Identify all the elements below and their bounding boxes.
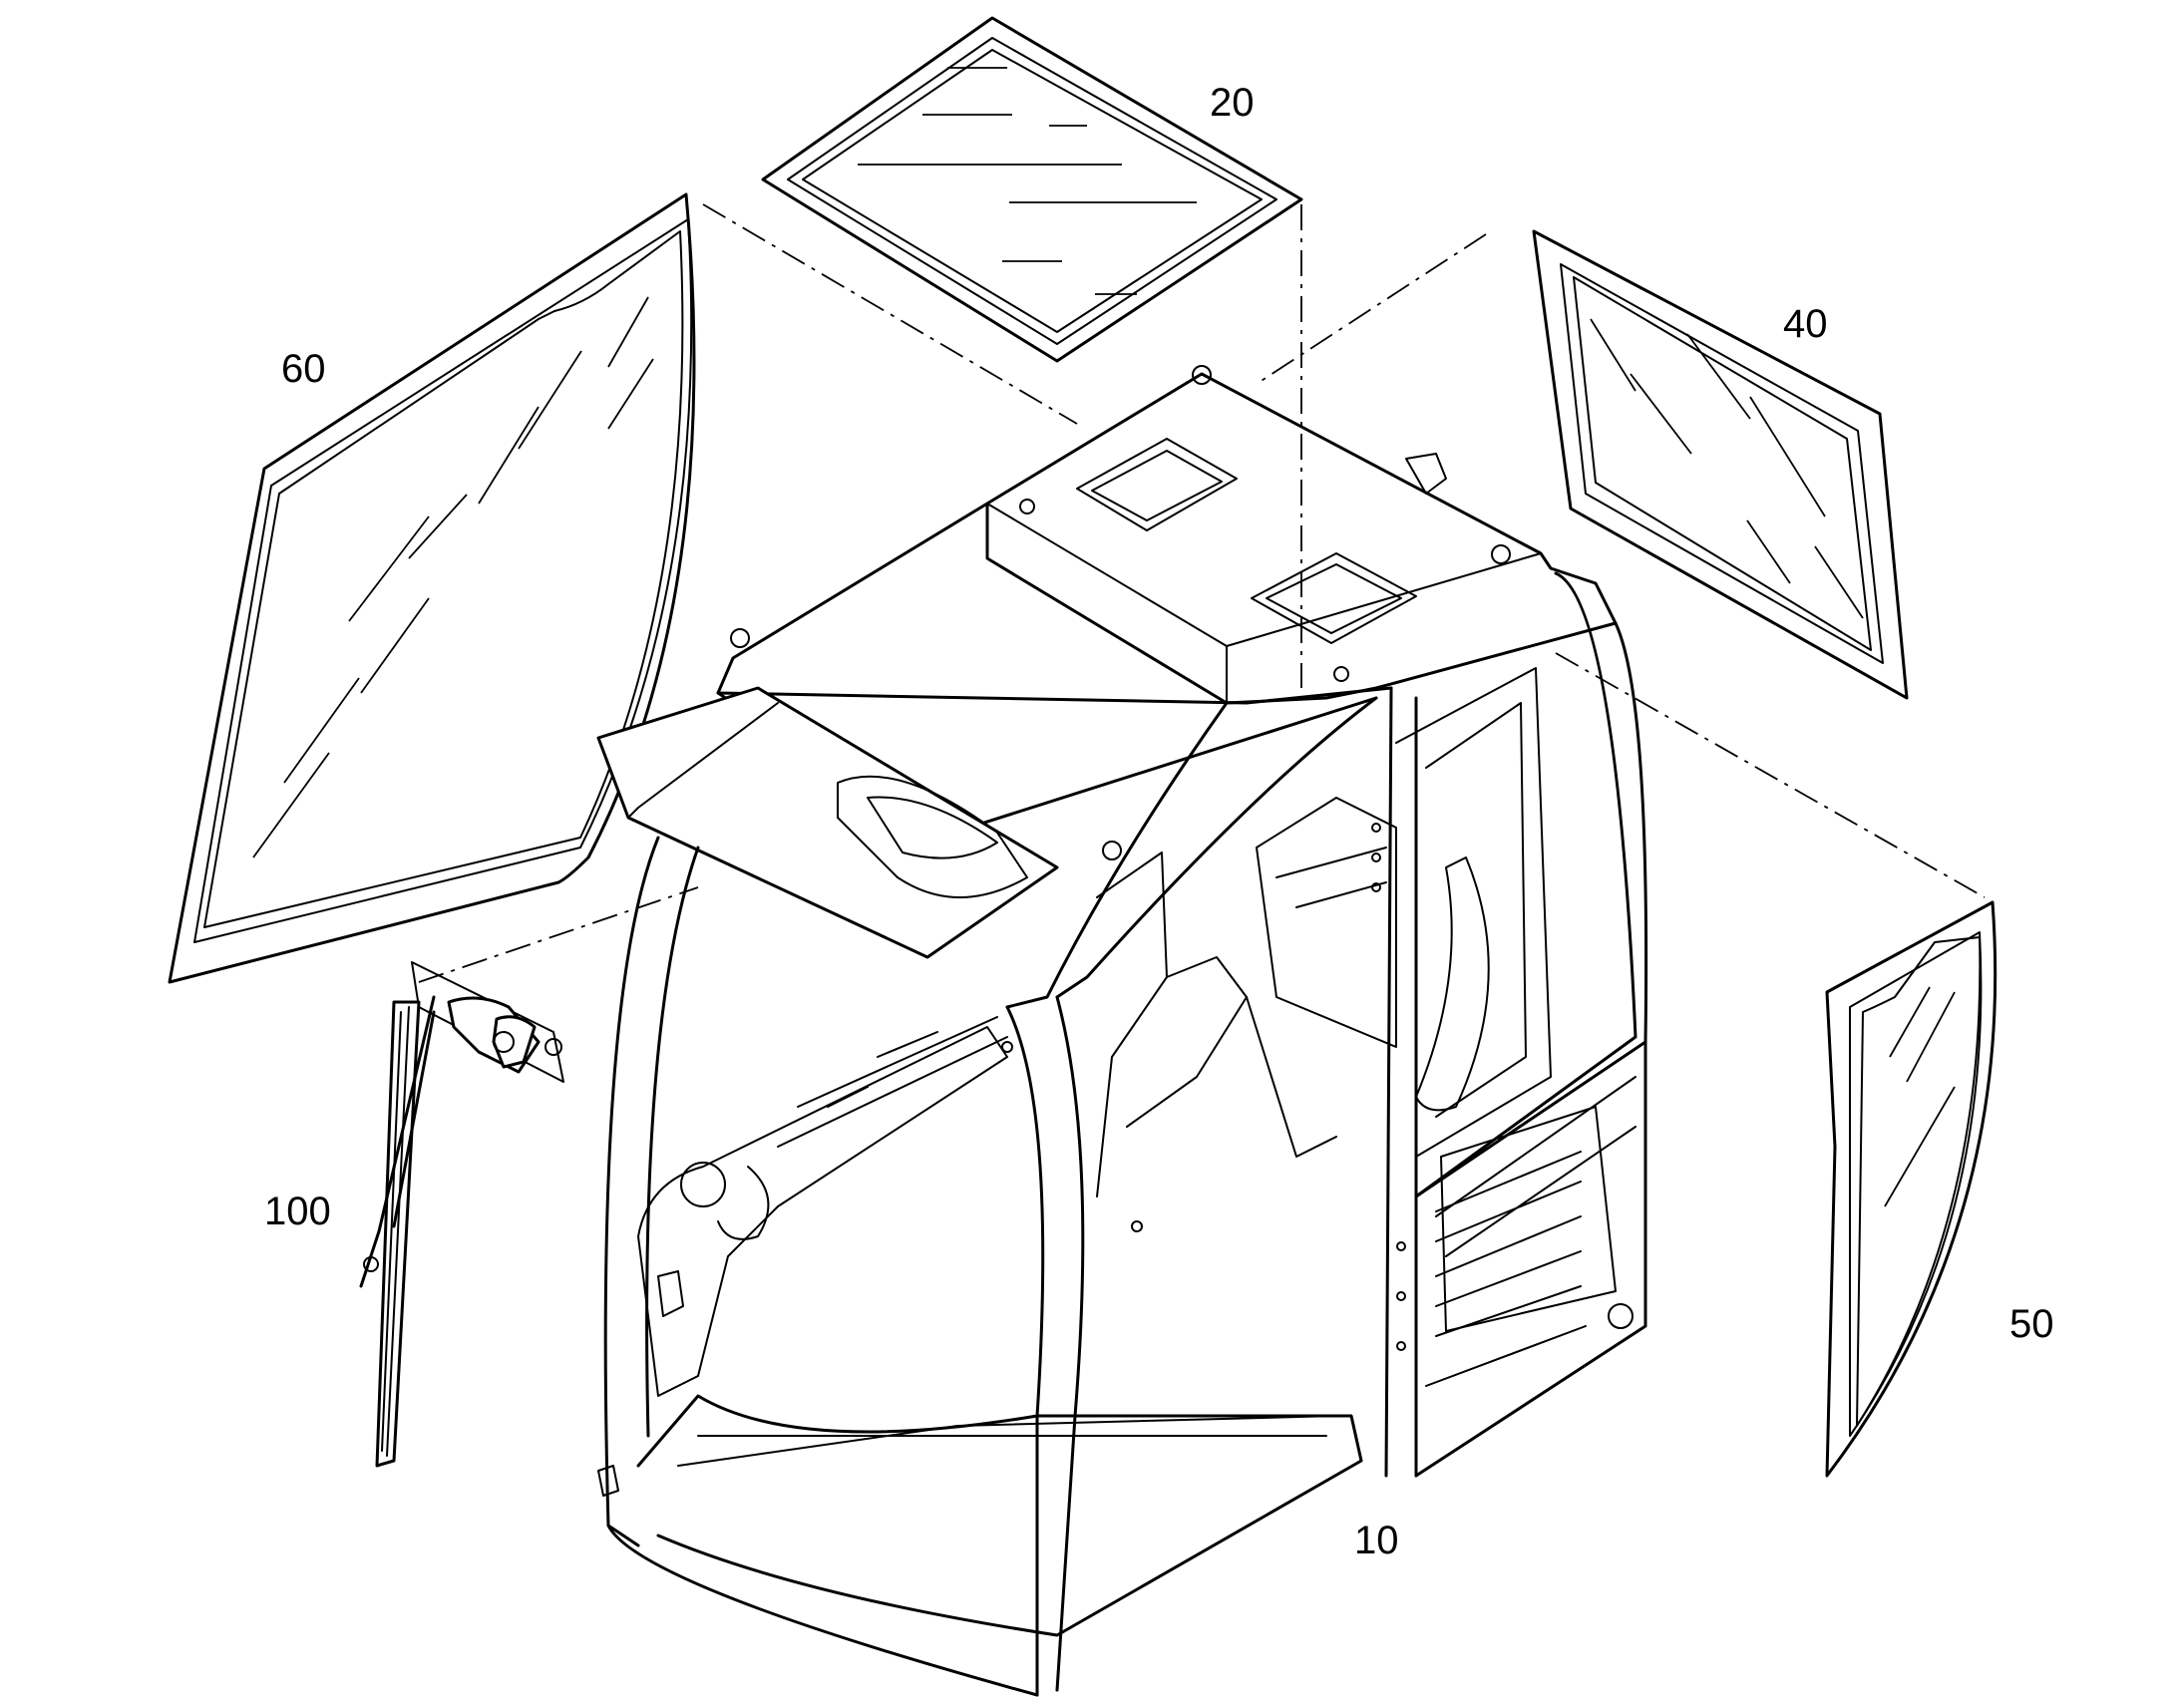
right-side-glass-part <box>1825 900 1998 1478</box>
callout-label-10: 10 <box>1354 1519 1399 1562</box>
cab-frame-part <box>596 365 1648 1697</box>
callout-label-100: 100 <box>264 1190 331 1233</box>
front-glass-part <box>168 192 696 984</box>
callout-label-20: 20 <box>1210 81 1255 125</box>
roof-glass-part <box>761 16 1303 363</box>
callout-label-60: 60 <box>281 347 326 391</box>
leader-lines <box>418 203 1986 983</box>
callout-label-40: 40 <box>1783 302 1828 346</box>
rear-glass-part <box>1532 229 1909 700</box>
callout-label-50: 50 <box>2009 1302 2054 1346</box>
wiper-assembly-part <box>359 961 564 1468</box>
